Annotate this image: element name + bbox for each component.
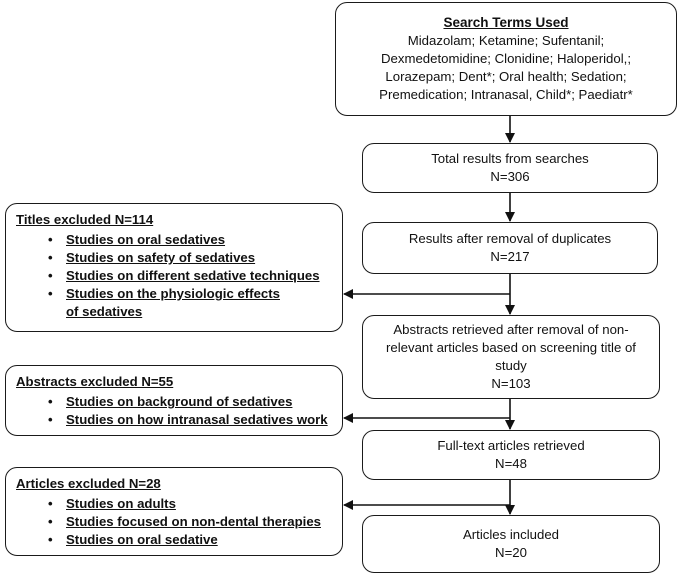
- articles-excluded-box: Articles excluded N=28 Studies on adults…: [5, 467, 343, 556]
- exclusion-item-text: Studies on adults: [66, 496, 176, 511]
- exclusion-item: Studies on the physiologic effects of se…: [48, 285, 296, 321]
- step-remove-duplicates-box: Results after removal of duplicates N=21…: [362, 222, 658, 274]
- exclusion-item: Studies on how intranasal sedatives work: [48, 411, 332, 429]
- step-count: N=306: [490, 169, 530, 184]
- step-label: Results after removal of duplicates: [408, 231, 612, 246]
- step-label: Full-text articles retrieved: [437, 438, 585, 453]
- exclusion-item: Studies on different sedative techniques: [48, 267, 332, 285]
- exclusion-item: Studies focused on non-dental therapies: [48, 513, 332, 531]
- exclusion-item-text: Studies on oral sedative: [66, 532, 218, 547]
- step-count: N=103: [491, 376, 531, 391]
- exclusion-item-text: Studies on safety of sedatives: [66, 250, 256, 265]
- step-total-results-box: Total results from searches N=306: [362, 143, 658, 193]
- exclusion-item: Studies on oral sedative: [48, 531, 332, 549]
- step-label: Total results from searches: [431, 151, 589, 166]
- search-terms-title: Search Terms Used: [443, 15, 569, 30]
- exclusion-item-text: Studies on background of sedatives: [66, 394, 293, 409]
- search-terms-line: Lorazepam; Dent*; Oral health; Sedation;: [385, 69, 627, 84]
- step-full-text-box: Full-text articles retrieved N=48: [362, 430, 660, 480]
- step-abstracts-retrieved-box: Abstracts retrieved after removal of non…: [362, 315, 660, 399]
- titles-excluded-box: Titles excluded N=114 Studies on oral se…: [5, 203, 343, 332]
- step-count: N=48: [495, 456, 527, 471]
- exclusion-heading: Titles excluded N=114: [16, 212, 154, 227]
- search-terms-line: Midazolam; Ketamine; Sufentanil;: [407, 33, 605, 48]
- exclusion-item: Studies on adults: [48, 495, 332, 513]
- exclusion-heading: Abstracts excluded N=55: [16, 374, 174, 389]
- exclusion-item: Studies on safety of sedatives: [48, 249, 332, 267]
- step-label: Abstracts retrieved after removal of non…: [386, 322, 636, 373]
- step-count: N=217: [490, 249, 530, 264]
- exclusion-heading: Articles excluded N=28: [16, 476, 161, 491]
- exclusion-item-text: Studies focused on non-dental therapies: [66, 514, 321, 529]
- exclusion-item-text: Studies on oral sedatives: [66, 232, 226, 247]
- exclusion-item: Studies on oral sedatives: [48, 231, 332, 249]
- exclusion-item: Studies on background of sedatives: [48, 393, 332, 411]
- step-label: Articles included: [462, 527, 560, 542]
- step-count: N=20: [495, 545, 527, 560]
- exclusion-list: Studies on background of sedatives Studi…: [16, 393, 332, 429]
- step-included-box: Articles included N=20: [362, 515, 660, 573]
- exclusion-list: Studies on oral sedatives Studies on saf…: [16, 231, 332, 321]
- search-terms-box: Search Terms Used Midazolam; Ketamine; S…: [335, 2, 677, 116]
- search-terms-line: Dexmedetomidine; Clonidine; Haloperidol,…: [381, 51, 631, 66]
- exclusion-item-text: Studies on different sedative techniques: [66, 268, 320, 283]
- exclusion-item-text: Studies on the physiologic effects of se…: [66, 286, 280, 319]
- abstracts-excluded-box: Abstracts excluded N=55 Studies on backg…: [5, 365, 343, 436]
- exclusion-list: Studies on adults Studies focused on non…: [16, 495, 332, 549]
- search-terms-line: Premedication; Intranasal, Child*; Paedi…: [379, 87, 633, 102]
- exclusion-item-text: Studies on how intranasal sedatives work: [66, 412, 328, 427]
